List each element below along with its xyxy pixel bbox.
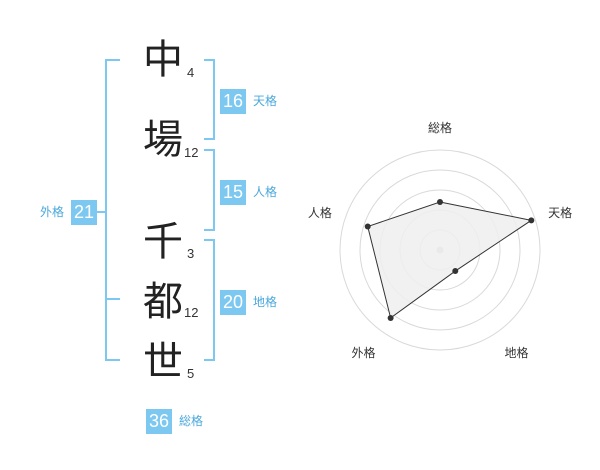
stroke-count-3: 3 <box>187 246 195 261</box>
soukaku-badge: 36 <box>146 409 173 434</box>
radar-axis-label-1: 総格 <box>428 120 452 135</box>
radar-axis-label-4: 外格 <box>351 345 375 360</box>
radar-ring <box>359 169 521 331</box>
tenkaku-badge: 16 <box>220 89 247 114</box>
tenkaku-bracket <box>204 59 215 140</box>
radar-axis-label-3: 地格 <box>505 345 529 360</box>
chikaku-label: 地格 <box>253 295 278 309</box>
radar-axis-label-2: 天格 <box>548 205 572 220</box>
radar-axis-label-5: 人格 <box>308 205 332 220</box>
name-char-1: 中 <box>143 37 183 83</box>
name-char-3: 千 <box>143 219 183 265</box>
radar-point-5 <box>364 223 371 230</box>
chikaku-bracket <box>204 239 215 361</box>
name-char-2: 場 <box>143 117 183 163</box>
soukaku-label: 総格 <box>179 414 204 428</box>
jinkaku-bracket <box>204 149 215 231</box>
gaikaku-bracket <box>105 59 120 361</box>
gaikaku-label: 外格 <box>40 205 65 219</box>
jinkaku-badge: 15 <box>220 180 247 205</box>
radar-series-polygon <box>367 201 533 319</box>
radar-point-3 <box>452 268 459 275</box>
chikaku-badge: 20 <box>220 290 247 315</box>
name-char-4: 都 <box>143 279 183 325</box>
radar-ring <box>339 149 541 351</box>
tenkaku-label: 天格 <box>253 94 278 108</box>
stroke-count-5: 5 <box>187 366 195 381</box>
jinkaku-label: 人格 <box>253 185 278 199</box>
radar-point-1 <box>437 199 443 205</box>
radar-point-2 <box>528 217 535 224</box>
stroke-count-2: 12 <box>184 145 199 160</box>
stroke-count-4: 12 <box>184 305 199 320</box>
gaikaku-badge: 21 <box>71 200 98 225</box>
name-char-5: 世 <box>143 339 183 385</box>
radar-point-4 <box>387 314 394 321</box>
stroke-count-1: 4 <box>187 65 195 80</box>
